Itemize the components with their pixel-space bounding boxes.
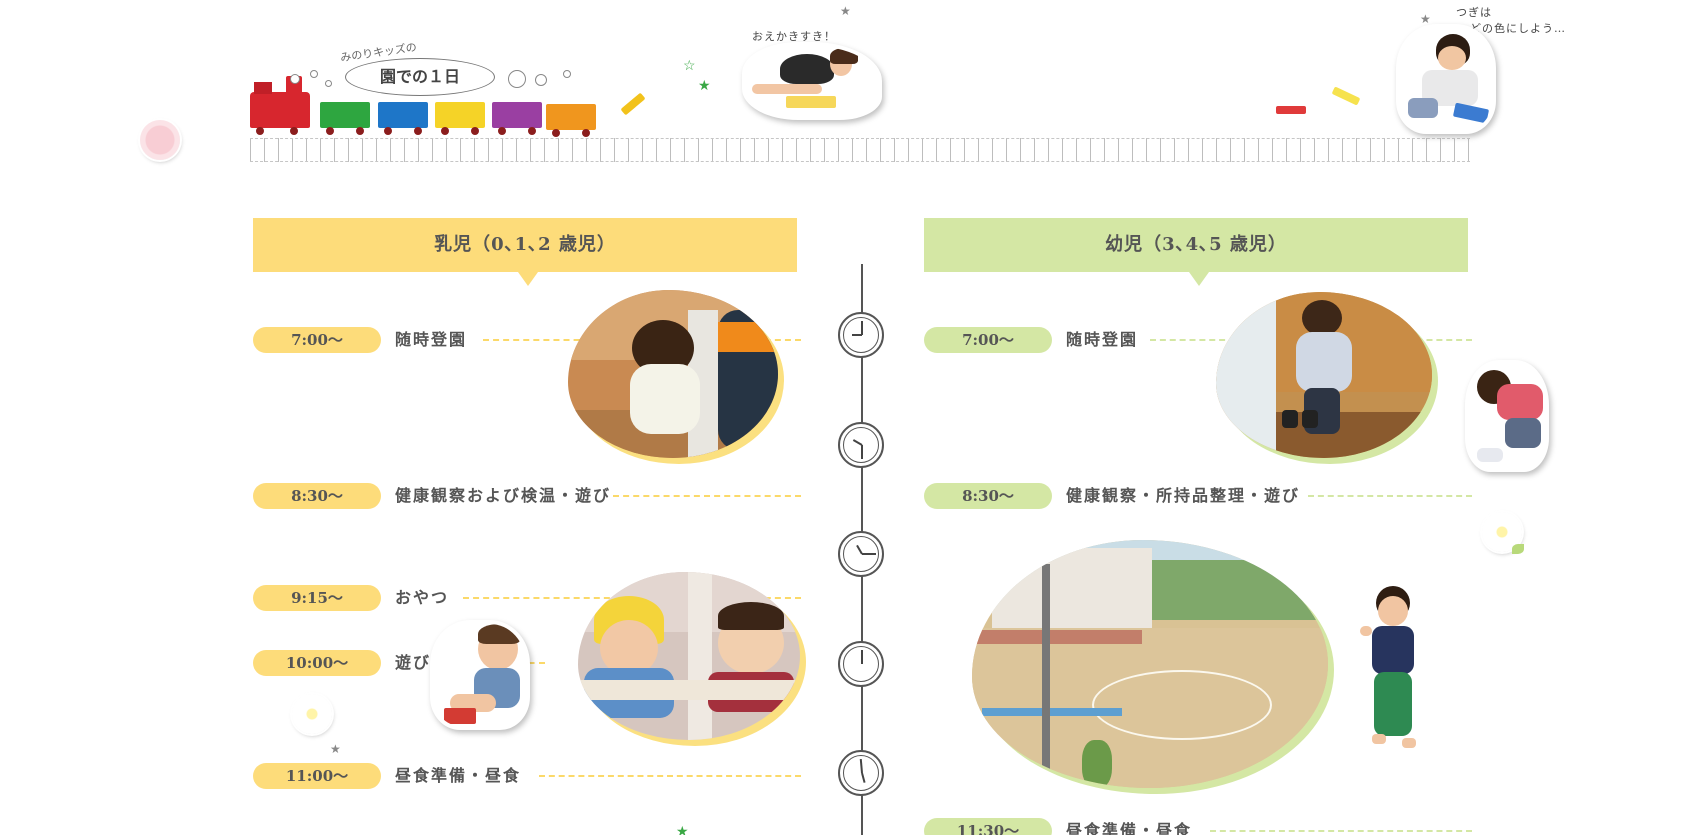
smoke-puff [325, 80, 332, 87]
infant-schedule-row: 10:00～ 遊び [253, 650, 803, 676]
row-divider [539, 775, 801, 777]
infant-arrival-photo [568, 290, 778, 458]
infant-schedule-row: 11:00～ 昼食準備・昼食 [253, 763, 803, 789]
clock-icon [838, 641, 884, 687]
crayon-icon [1331, 86, 1361, 106]
star-icon: ☆ [683, 58, 696, 74]
toddler-heading: 幼児（3､4､5 歳児） [924, 218, 1468, 286]
activity-label: 随時登園 [1066, 330, 1139, 349]
toddler-schedule-row: 8:30～ 健康観察・所持品整理・遊び [924, 483, 1474, 509]
time-badge: 7:00～ [253, 327, 381, 353]
train-rails [250, 138, 1470, 162]
toddler-arrival-photo [1216, 292, 1432, 458]
clock-icon [838, 750, 884, 796]
time-badge: 7:00～ [924, 327, 1052, 353]
star-icon: ★ [1420, 12, 1431, 26]
activity-label: 随時登園 [395, 330, 468, 349]
activity-label: 健康観察および検温・遊び [395, 486, 612, 505]
smoke-puff [290, 74, 300, 84]
train-car [320, 102, 370, 135]
train-car [378, 102, 428, 135]
smoke-puff [563, 70, 571, 78]
row-divider [1308, 495, 1472, 497]
smoke-puff [508, 70, 526, 88]
caption-color-line2: どの色にしよう… [1470, 22, 1566, 35]
child-shoes-photo [1465, 360, 1549, 472]
infant-heading: 乳児（0､1､2 歳児） [253, 218, 797, 286]
clock-icon [838, 531, 884, 577]
activity-label: 昼食準備・昼食 [395, 766, 522, 785]
smoke-puff [310, 70, 318, 78]
time-badge: 11:30～ [924, 818, 1052, 835]
flower-icon [292, 694, 332, 734]
time-badge: 10:00～ [253, 650, 381, 676]
toddler-walking-photo [1360, 586, 1426, 756]
flower-icon [140, 120, 180, 160]
playground-photo [972, 540, 1328, 788]
smoke-puff [535, 74, 547, 86]
train-car [546, 104, 596, 137]
clock-icon [838, 422, 884, 468]
star-icon: ★ [840, 4, 851, 18]
toddler-schedule-row: 7:00～ 随時登園 [924, 327, 1474, 353]
crayon-icon [620, 92, 646, 116]
crayon-icon [1276, 106, 1306, 114]
baby-playing-photo [430, 620, 530, 730]
infant-snack-photo [578, 572, 800, 740]
star-icon: ★ [698, 78, 711, 94]
time-badge: 8:30～ [253, 483, 381, 509]
time-badge: 8:30～ [924, 483, 1052, 509]
time-badge: 11:00～ [253, 763, 381, 789]
star-icon: ★ [676, 824, 689, 835]
row-divider [613, 495, 801, 497]
time-badge: 9:15～ [253, 585, 381, 611]
row-divider [1210, 830, 1472, 832]
train-illustration [250, 76, 596, 140]
flower-icon [1512, 544, 1524, 554]
train-car [492, 102, 542, 135]
toddler-schedule-row: 11:30～ 昼食準備・昼食 [924, 818, 1474, 835]
activity-label: おやつ [395, 588, 450, 607]
activity-label: 昼食準備・昼食 [1066, 821, 1193, 835]
clock-icon [838, 312, 884, 358]
train-engine [250, 76, 310, 135]
caption-drawing: おえかきすき！ [752, 30, 836, 43]
infant-schedule-row: 8:30～ 健康観察および検温・遊び [253, 483, 803, 509]
star-icon: ★ [330, 742, 341, 756]
child-drawing-photo [742, 42, 882, 120]
caption-color-line1: つぎは [1456, 6, 1492, 19]
child-crayons-photo [1396, 24, 1496, 134]
activity-label: 遊び [395, 653, 432, 672]
activity-label: 健康観察・所持品整理・遊び [1066, 486, 1301, 505]
train-car [435, 102, 485, 135]
page-title: 園での１日 [345, 58, 495, 96]
